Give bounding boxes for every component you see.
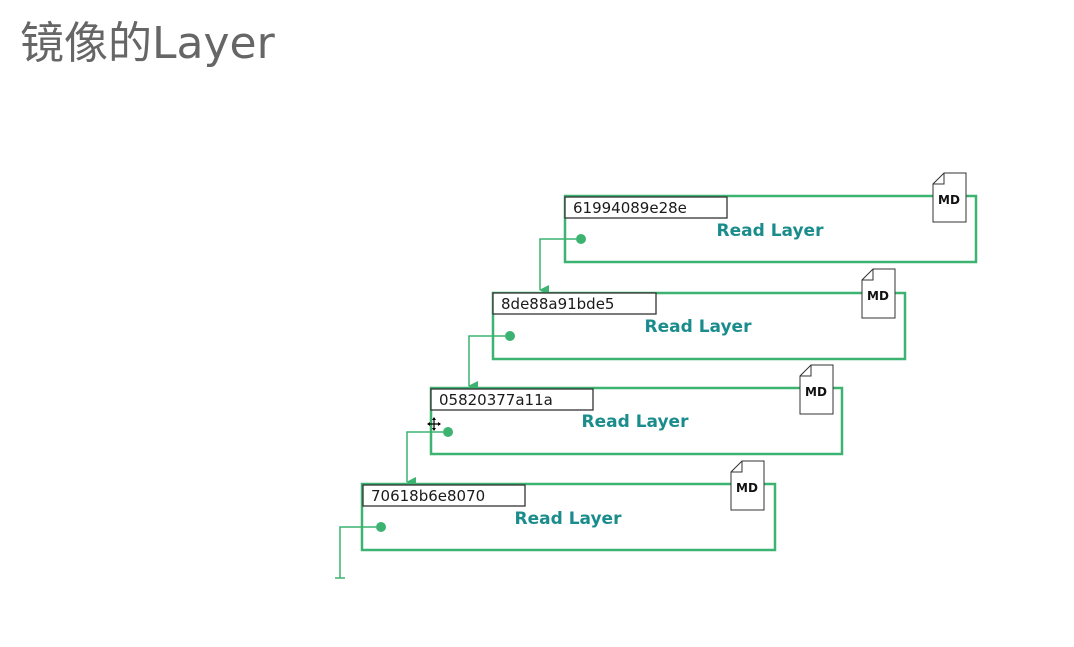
link-base bbox=[339, 526, 376, 578]
link-arrow-2 bbox=[406, 431, 443, 487]
layer-1: 8de88a91bde5 Read Layer MD bbox=[491, 268, 907, 361]
md-file-icon: MD bbox=[861, 268, 896, 319]
layer-label: Read Layer bbox=[717, 221, 825, 241]
layer-label: Read Layer bbox=[645, 317, 753, 337]
layer-2: 05820377a11a Read Layer MD bbox=[429, 364, 844, 456]
connector-dot bbox=[505, 331, 515, 341]
link-arrow-1 bbox=[468, 335, 505, 391]
layer-3: 70618b6e8070 Read Layer MD bbox=[360, 460, 777, 552]
md-badge-text: MD bbox=[805, 385, 827, 399]
md-badge-text: MD bbox=[867, 289, 889, 303]
md-badge-text: MD bbox=[938, 193, 960, 207]
link-arrow-0 bbox=[539, 238, 576, 295]
layer-id: 8de88a91bde5 bbox=[501, 295, 614, 313]
layer-id-box bbox=[362, 484, 526, 507]
layer-id: 61994089e28e bbox=[573, 199, 687, 217]
slide-title: 镜像的Layer bbox=[20, 18, 275, 69]
connector-dot bbox=[576, 234, 586, 244]
layer-frame bbox=[491, 291, 907, 361]
layer-id: 05820377a11a bbox=[439, 391, 553, 409]
connector-dot bbox=[376, 522, 386, 532]
connector-dot bbox=[443, 427, 453, 437]
md-file-icon: MD bbox=[932, 172, 967, 223]
md-file-icon: MD bbox=[730, 460, 765, 511]
layer-id-box bbox=[492, 292, 657, 315]
layer-id: 70618b6e8070 bbox=[371, 487, 485, 505]
move-cursor-icon bbox=[427, 417, 441, 431]
md-badge-text: MD bbox=[736, 481, 758, 495]
layer-id-box bbox=[430, 388, 594, 411]
layer-id-box bbox=[564, 196, 728, 219]
layer-0: 61994089e28e Read Layer MD bbox=[563, 172, 978, 264]
layer-frame bbox=[563, 194, 978, 264]
layer-label: Read Layer bbox=[515, 509, 623, 529]
layer-label: Read Layer bbox=[582, 412, 690, 432]
md-file-icon: MD bbox=[799, 364, 834, 415]
layer-frame bbox=[360, 482, 777, 552]
